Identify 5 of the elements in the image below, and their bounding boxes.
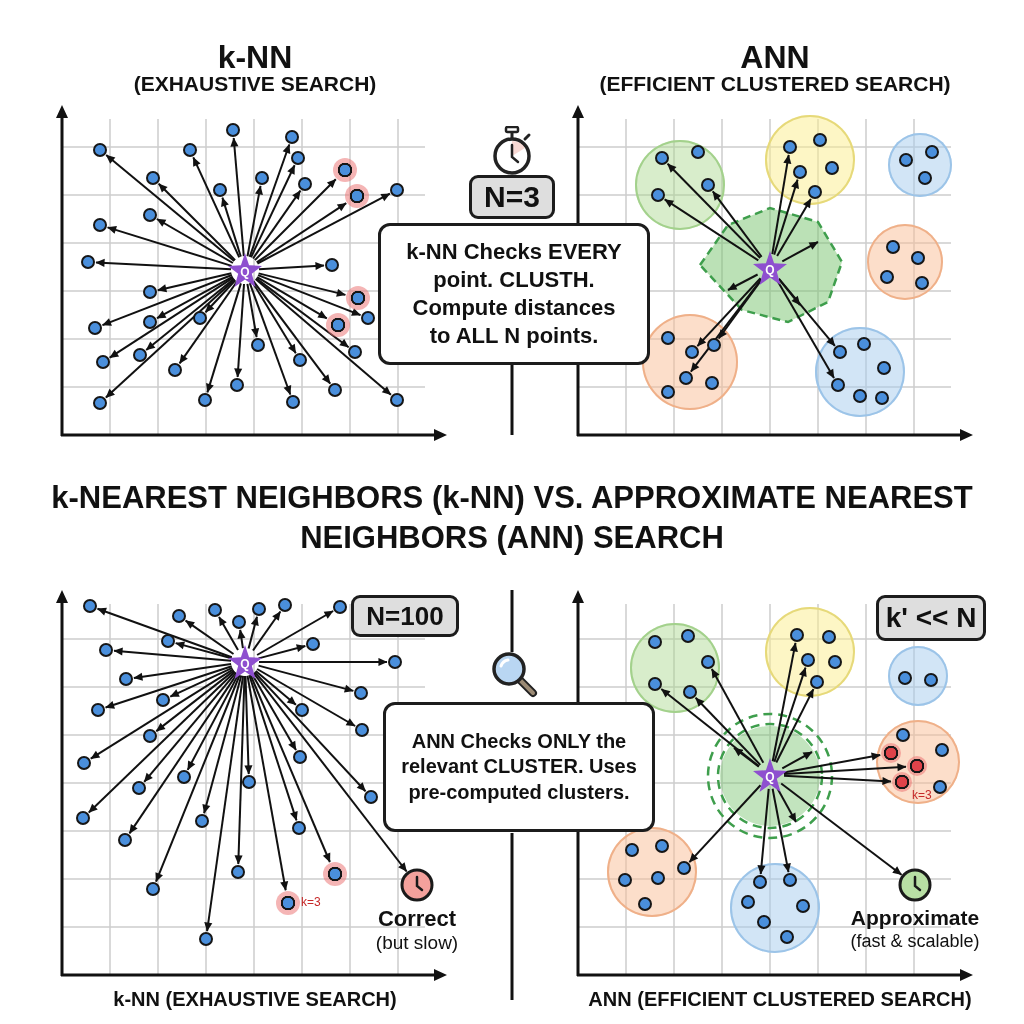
panel-caption: ANN (EFFICIENT CLUSTERED SEARCH) [588,988,972,1010]
panel-caption: k-NN (EXHAUSTIVE SEARCH) [113,988,397,1010]
callout-box: k-NN Checks EVERY point. CLUSTH. Compute distances to ALL N points. [378,223,650,365]
count-badge: N=3 [469,175,555,219]
page-title: k-NEAREST NEIGHBORS (k-NN) VS. APPROXIMATE NEAREST NEIGHBORS (ANN) SEARCH [50,479,974,557]
